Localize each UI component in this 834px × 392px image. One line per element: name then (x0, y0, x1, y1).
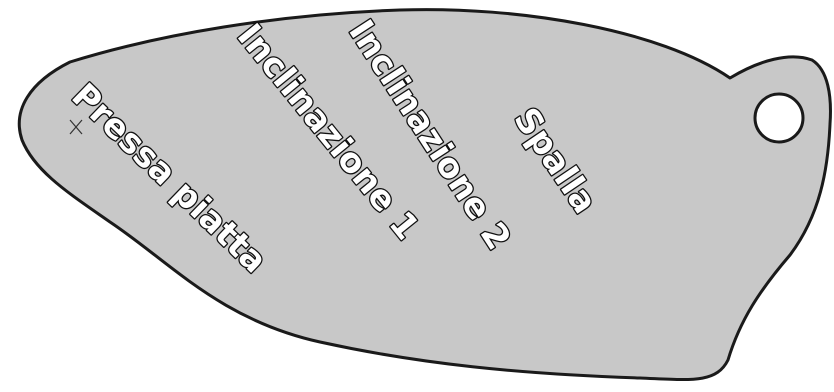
hanging-hole (755, 94, 803, 142)
soleplate-outline (19, 10, 830, 380)
